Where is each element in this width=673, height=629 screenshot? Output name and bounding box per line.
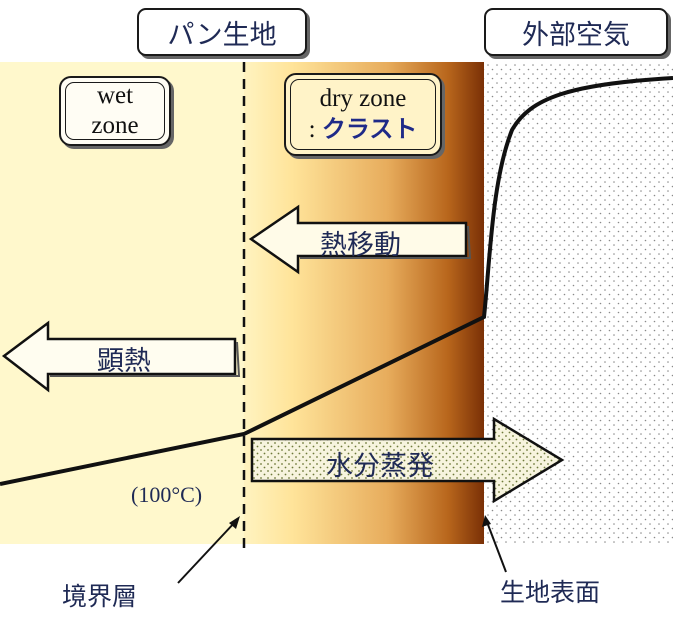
dough-header-label: パン生地 [167, 19, 277, 51]
dry-zone-label: dry zone : クラスト [284, 73, 442, 156]
crust-label: クラスト [321, 115, 418, 143]
dry-zone-line1: dry zone [319, 85, 407, 112]
sensible-heat-label: 顕熱 [97, 346, 151, 377]
evaporation-arrow [250, 416, 565, 504]
temperature-label: (100°C) [131, 482, 203, 507]
dough-surface-label: 生地表面 [500, 578, 601, 607]
dry-zone-prefix: : [308, 116, 322, 143]
surface-leader-line [486, 521, 507, 573]
boundary-leader-head [229, 516, 240, 529]
wet-zone-line2: zone [91, 112, 139, 139]
dry-zone-line2: : クラスト [309, 114, 418, 145]
sensible-heat-arrow-shadow [50, 341, 241, 377]
sensible-heat-arrow [1, 320, 237, 393]
heat-transfer-label: 熱移動 [320, 230, 401, 261]
boundary-leader-line [177, 520, 237, 584]
boundary-layer-label: 境界層 [62, 582, 138, 611]
heat-transfer-arrow [248, 204, 468, 275]
dough-header: パン生地 [137, 8, 307, 56]
surface-leader-head [482, 515, 491, 527]
wet-zone-line1: wet [96, 82, 134, 109]
evaporation-label: 水分蒸発 [326, 451, 434, 482]
outside-air-header: 外部空気 [484, 8, 668, 56]
outside-air-header-label: 外部空気 [522, 19, 630, 51]
temperature-curve [0, 76, 673, 486]
wet-zone-label: wet zone [59, 76, 171, 146]
heat-transfer-arrow-shadow [300, 225, 472, 259]
